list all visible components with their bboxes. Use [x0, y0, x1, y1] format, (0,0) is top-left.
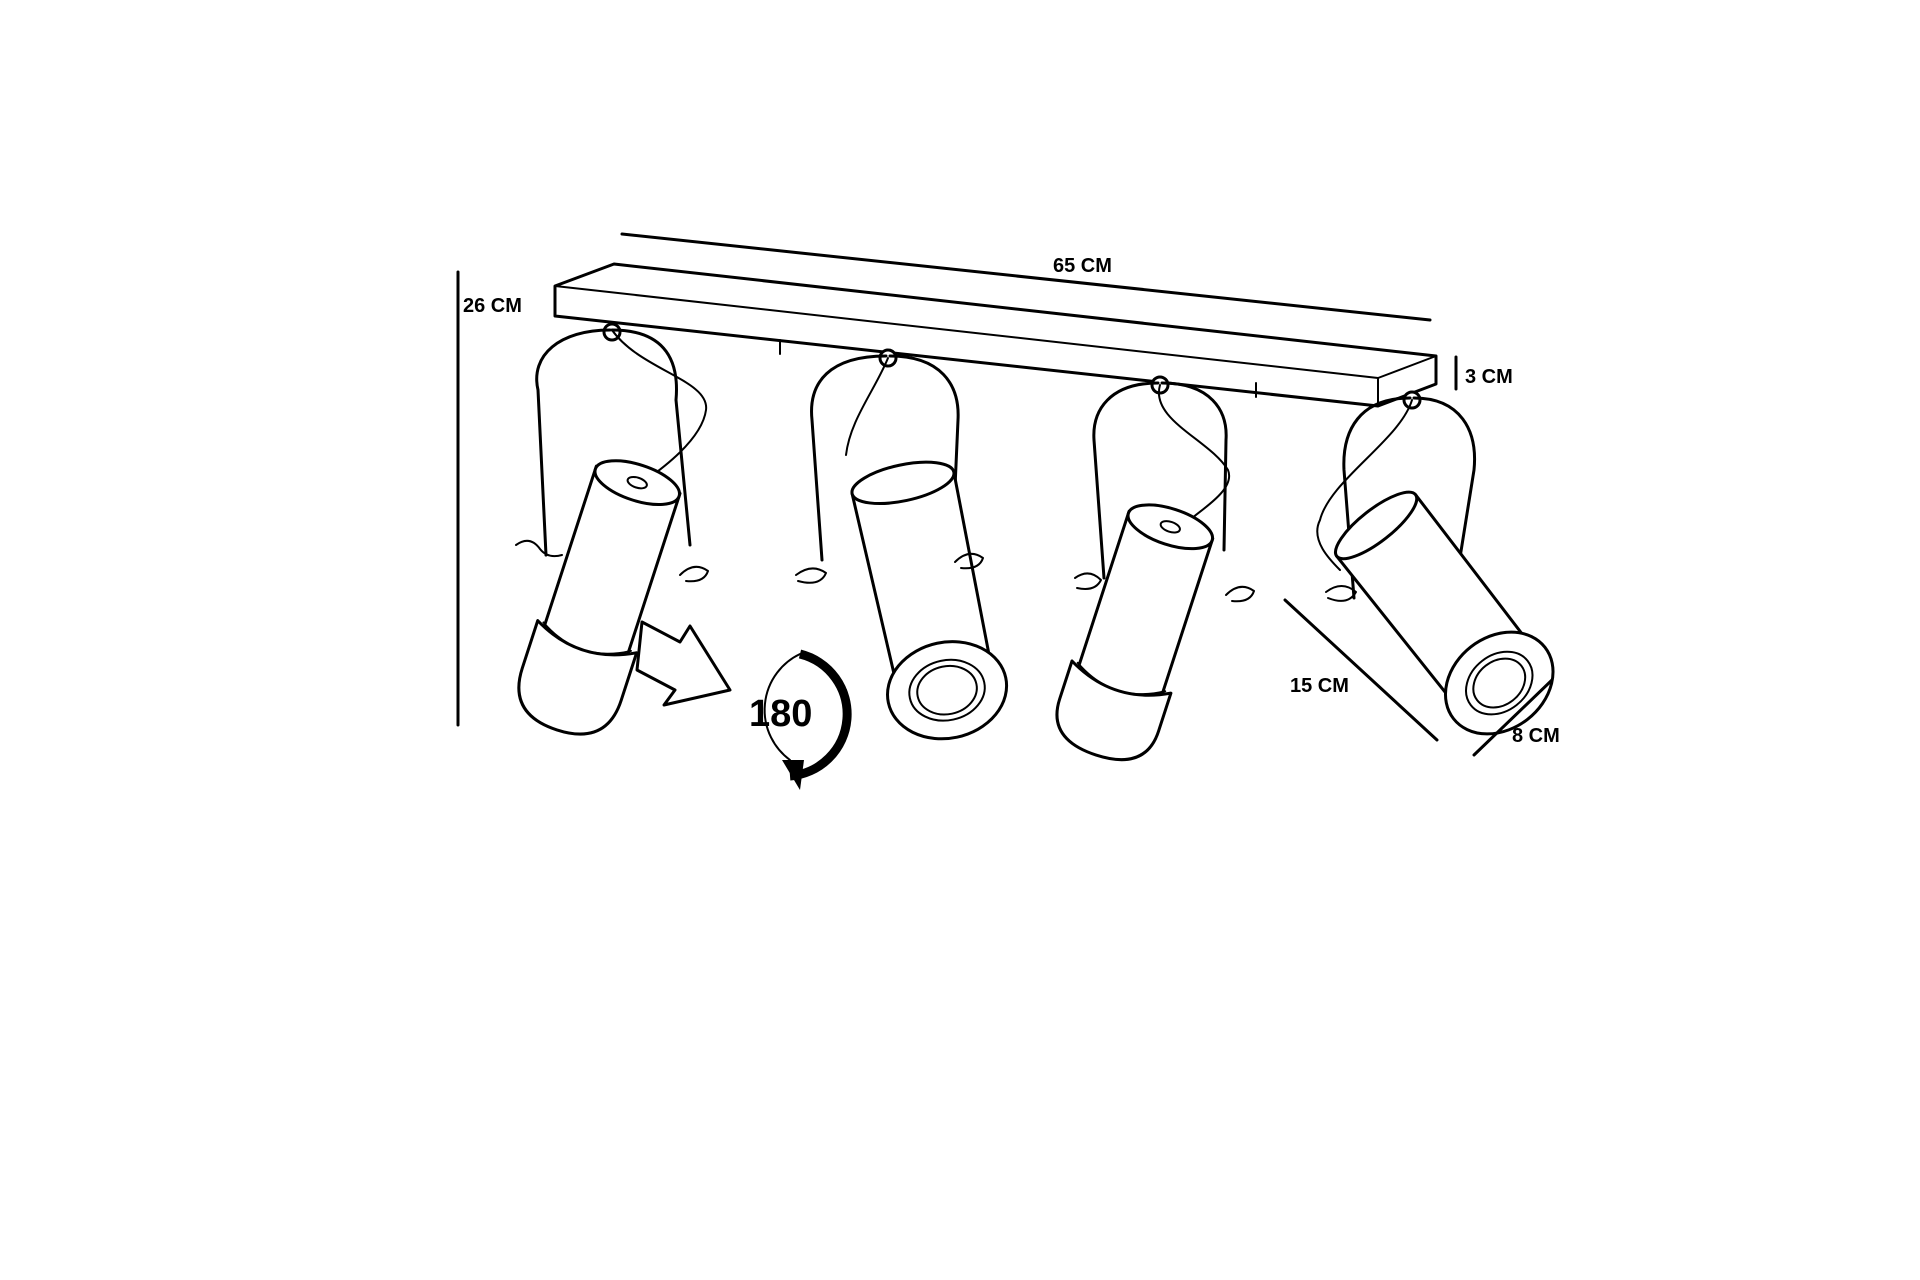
ceiling-base-bar	[553, 262, 1438, 408]
height-label: 26 CM	[463, 295, 522, 317]
width-label: 65 CM	[1053, 255, 1112, 277]
base-height-label: 3 CM	[1465, 366, 1513, 388]
spotlight-2	[795, 348, 1009, 741]
width-dimension: 65 CM	[620, 232, 1432, 322]
right-arrow-icon	[635, 620, 732, 707]
rotate-icon: 180 °	[749, 649, 852, 790]
shade-length-label: 15 CM	[1290, 675, 1349, 697]
shade-diameter-dimension: 8 CM	[1472, 678, 1560, 757]
width-dimension-line	[620, 232, 1432, 322]
spotlight-3	[1055, 375, 1255, 762]
base-height-dimension: 3 CM	[1454, 355, 1513, 391]
rotation-degree-symbol: °	[840, 685, 848, 707]
rotation-label: 180	[749, 693, 812, 735]
shade-diameter-dimension-line	[1472, 678, 1554, 757]
shade-diameter-label: 8 CM	[1512, 725, 1560, 747]
shade-length-dimension-line	[1283, 598, 1439, 742]
height-dimension: 26 CM	[456, 270, 522, 727]
spotlight-4	[1316, 390, 1555, 736]
spotlight-1	[515, 322, 709, 736]
shade-length-dimension: 15 CM	[1283, 598, 1439, 742]
